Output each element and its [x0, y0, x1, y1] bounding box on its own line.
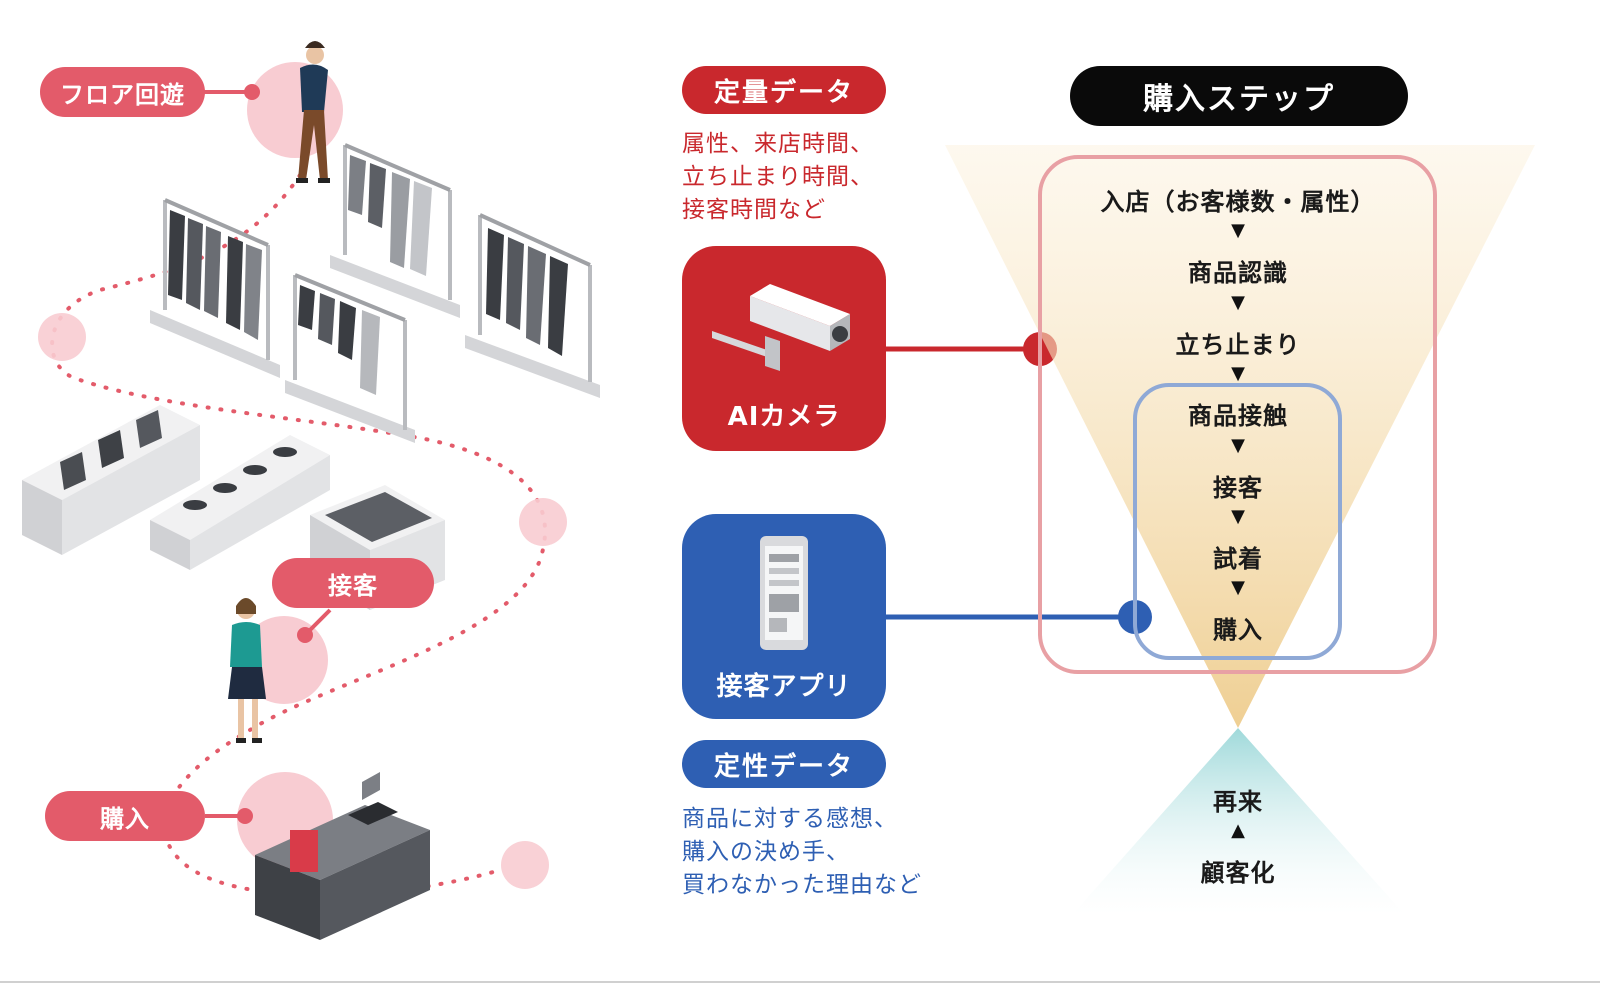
- bag-display-table: [22, 405, 200, 555]
- step-purchase: 購入: [1213, 616, 1263, 644]
- customer-service-label: 接客: [272, 558, 434, 608]
- down-arrow: ▼: [1231, 577, 1245, 598]
- down-arrow: ▼: [1231, 220, 1245, 241]
- purchase-steps-title: 購入ステップ: [1070, 66, 1408, 126]
- highlight-circle: [519, 498, 567, 546]
- quantitative-data-description: 属性、来店時間、 立ち止まり時間、 接客時間など: [682, 131, 874, 223]
- step-product-contact: 商品接触: [1188, 402, 1288, 430]
- qualitative-data-description: 商品に対する感想、 購入の決め手、 買わなかった理由など: [682, 806, 922, 898]
- clothing-rack: [465, 213, 600, 398]
- down-arrow: ▼: [1231, 292, 1245, 313]
- clothing-rack: [330, 143, 460, 318]
- service-app-box: 接客アプリ: [682, 514, 886, 719]
- highlight-circle: [38, 313, 86, 361]
- service-steps-frame: [1133, 383, 1342, 660]
- floor-walk-label: フロア回遊: [40, 67, 205, 117]
- security-camera-icon: [712, 284, 850, 371]
- smartphone-icon: [760, 536, 808, 650]
- down-arrow: ▼: [1231, 363, 1245, 384]
- clothing-rack: [285, 273, 415, 443]
- return-triangle: [1072, 728, 1405, 915]
- staff-figure: [228, 598, 266, 743]
- store-steps-frame: [1038, 155, 1437, 674]
- step-customer-conversion: 顧客化: [1200, 859, 1276, 887]
- customer-figure: [296, 41, 330, 183]
- service-app-label: 接客アプリ: [716, 672, 852, 702]
- step-product-recognition: 商品認識: [1188, 259, 1288, 287]
- ai-camera-label: AIカメラ: [727, 402, 841, 432]
- step-service: 接客: [1213, 474, 1263, 502]
- clothing-rack: [150, 198, 280, 378]
- step-stop: 立ち止まり: [1175, 331, 1301, 359]
- shoe-display-table: [150, 435, 330, 570]
- step-fitting: 試着: [1213, 545, 1263, 573]
- register-counter: [255, 772, 430, 940]
- ai-camera-box: AIカメラ: [682, 246, 886, 451]
- qualitative-data-title: 定性データ: [682, 740, 886, 788]
- down-arrow: ▼: [1231, 435, 1245, 456]
- highlight-circle: [247, 62, 343, 158]
- step-entry: 入店（お客様数・属性）: [1100, 188, 1376, 216]
- up-arrow: ▲: [1231, 820, 1245, 841]
- purchase-funnel: [945, 145, 1535, 728]
- quantitative-data-title: 定量データ: [682, 66, 886, 114]
- purchase-label: 購入: [45, 791, 205, 841]
- step-revisit: 再来: [1213, 788, 1263, 816]
- highlight-circle: [501, 841, 549, 889]
- down-arrow: ▼: [1231, 506, 1245, 527]
